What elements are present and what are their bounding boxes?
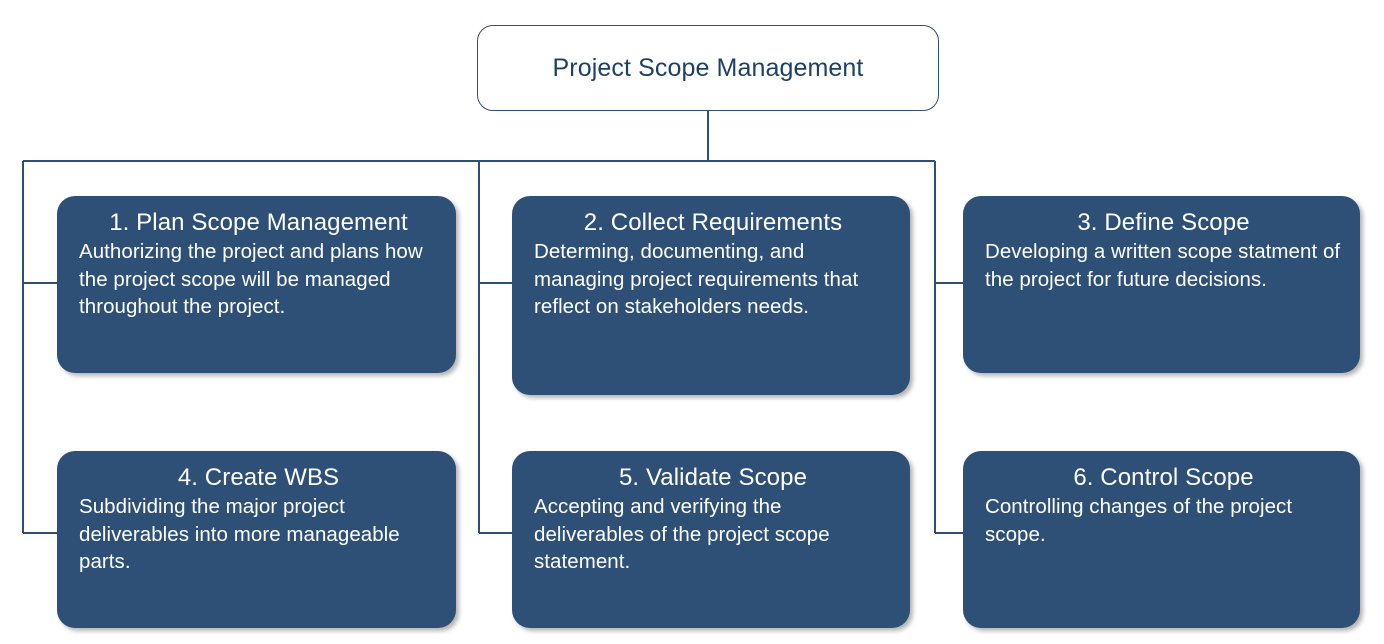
process-box-1-plan-scope-management[interactable]: 1. Plan Scope Management Authorizing the… (57, 196, 456, 373)
process-box-1-description: Authorizing the project and plans how th… (79, 240, 423, 318)
process-box-1-title: 1. Plan Scope Management (109, 209, 408, 236)
process-box-2-title: 2. Collect Requirements (583, 209, 843, 236)
process-box-6-description: Controlling changes of the project scope… (985, 495, 1293, 546)
process-box-3-title: 3. Define Scope (1077, 209, 1250, 236)
process-box-4-title: 4. Create WBS (177, 464, 340, 491)
process-box-3-define-scope[interactable]: 3. Define Scope Developing a written sco… (963, 196, 1360, 373)
process-box-4-description: Subdividing the major project deliverabl… (79, 495, 400, 573)
process-box-5-description: Accepting and verifying the deliverables… (534, 495, 830, 573)
root-node-label: Project Scope Management (552, 54, 864, 82)
process-box-4-create-wbs[interactable]: 4. Create WBS Subdividing the major proj… (57, 451, 456, 628)
process-box-6-title: 6. Control Scope (1073, 464, 1254, 491)
process-box-6-control-scope[interactable]: 6. Control Scope Controlling changes of … (963, 451, 1360, 628)
process-box-2-description: Determing, documenting, and managing pro… (534, 240, 859, 318)
root-node-project-scope-management[interactable]: Project Scope Management (477, 25, 939, 111)
process-box-3-description: Developing a written scope statment of t… (985, 240, 1341, 291)
process-box-5-title: 5. Validate Scope (618, 464, 808, 491)
process-box-2-collect-requirements[interactable]: 2. Collect Requirements Determing, docum… (512, 196, 910, 395)
process-box-5-validate-scope[interactable]: 5. Validate Scope Accepting and verifyin… (512, 451, 910, 628)
